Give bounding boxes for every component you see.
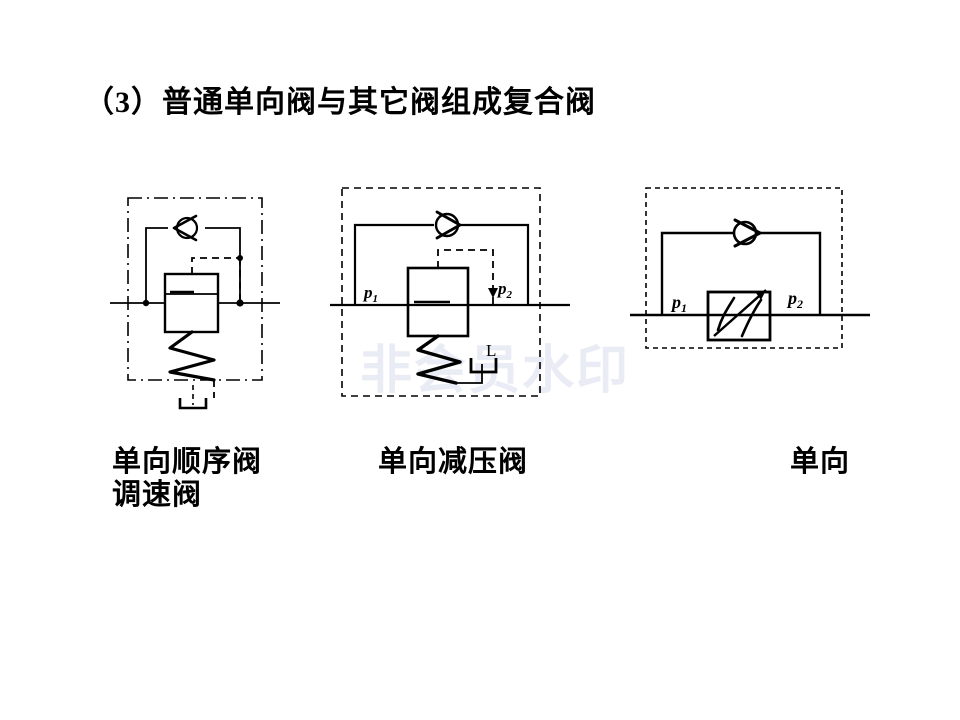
caption-line-2: 调速阀 (112, 479, 203, 512)
caption-line-1: 单向 (790, 446, 851, 478)
label-p2: p2 (786, 288, 803, 311)
junction-dots (142, 255, 244, 307)
caption-line-1: 单向顺序阀 (112, 446, 263, 478)
label-drain-L: L (486, 341, 496, 360)
check-valve-bypass-branch (145, 227, 241, 303)
enclosure-dashdot (127, 197, 263, 381)
reducing-valve-body (406, 266, 470, 338)
label-p2: p2 (496, 279, 513, 301)
spring-icon (416, 334, 462, 385)
label-p1: p1 (362, 283, 378, 305)
pilot-control-line (437, 249, 498, 305)
spring-icon (168, 330, 216, 398)
caption-sequence-valve: 单向顺序阀 调速阀 (112, 446, 262, 513)
diagram-throttle-valve: p1 p2 (630, 180, 870, 410)
throttle-valve-body (706, 289, 772, 342)
check-valve-bypass-branch (353, 223, 530, 305)
diagram-sequence-valve (110, 180, 280, 410)
check-valve-bypass-branch (660, 231, 822, 315)
caption-line-1: 单向减压阀 (378, 446, 529, 478)
enclosure-dashed (341, 187, 541, 397)
pilot-control-line (191, 257, 241, 303)
check-valve-icon (172, 214, 199, 242)
page-title: （3）普通单向阀与其它阀组成复合阀 (84, 86, 596, 119)
label-p1: p1 (670, 292, 687, 315)
drain-port-icon (178, 385, 208, 410)
enclosure-dashed (645, 187, 843, 349)
drain-port-icon (456, 358, 498, 384)
caption-reducing-valve: 单向减压阀 (378, 446, 528, 479)
diagram-reducing-valve: p1 p2 L (330, 180, 570, 410)
check-valve-icon (434, 210, 462, 240)
sequence-valve-body (163, 272, 220, 334)
check-valve-icon (732, 218, 762, 248)
figure-area: p1 p2 L (0, 180, 960, 420)
caption-throttle-valve: 单向 (790, 446, 850, 479)
